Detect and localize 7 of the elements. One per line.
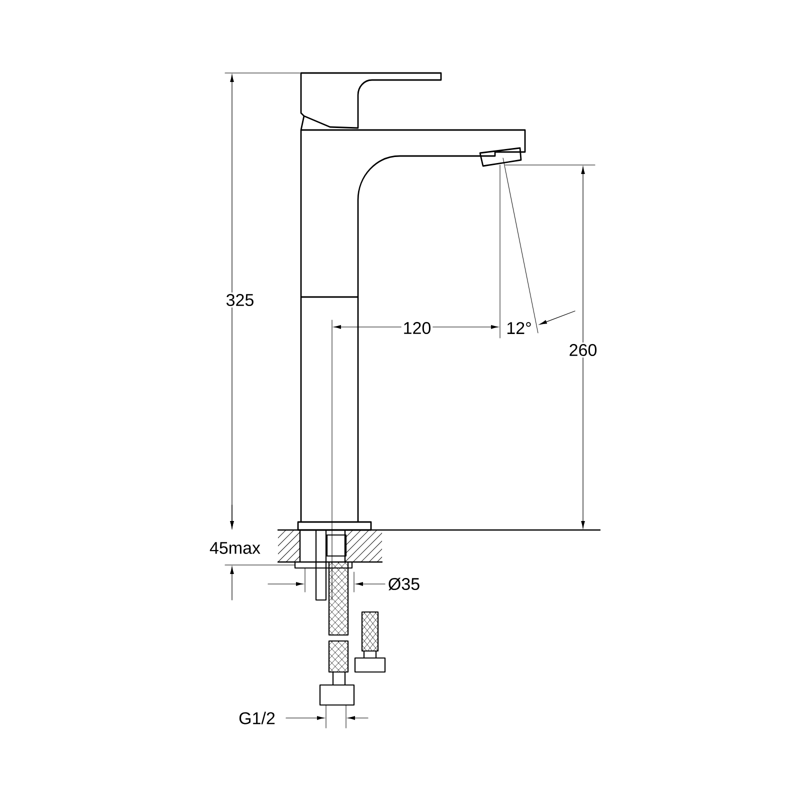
dimension-label: 12° [504, 320, 534, 336]
dimension-label: 325 [224, 292, 256, 308]
dimension-label: 45max [208, 540, 262, 556]
dimension-label: Ø35 [386, 576, 422, 592]
dimension-label: 260 [567, 342, 599, 358]
dimension-label: 120 [401, 320, 433, 336]
dimension-label: G1/2 [237, 710, 277, 726]
